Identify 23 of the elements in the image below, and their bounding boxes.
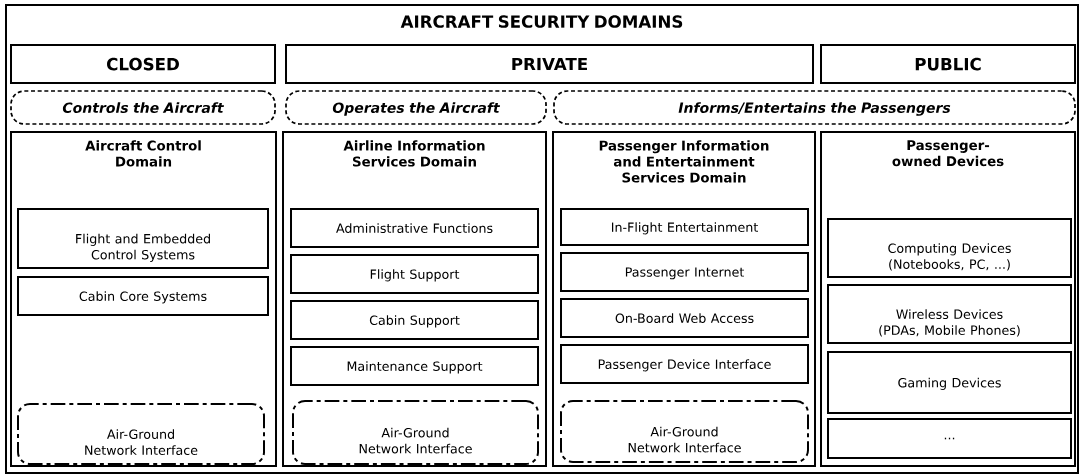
device-box: Wireless Devices (PDAs, Mobile Phones) <box>827 284 1072 344</box>
interface-box: Air-Ground Network Interface <box>560 400 809 463</box>
purpose-pill: Informs/Entertains the Passengers <box>553 90 1076 125</box>
system-box: Cabin Core Systems <box>17 276 269 316</box>
device-box: ... <box>827 418 1072 459</box>
category-band: PUBLIC <box>820 44 1076 84</box>
system-box: Flight Support <box>290 254 539 294</box>
interface-box: Air-Ground Network Interface <box>17 403 265 465</box>
device-box: Computing Devices (Notebooks, PC, ...) <box>827 218 1072 278</box>
category-band: CLOSED <box>10 44 276 84</box>
device-box: Gaming Devices <box>827 351 1072 414</box>
system-box: On-Board Web Access <box>560 298 809 338</box>
category-band: PRIVATE <box>285 44 814 84</box>
system-box: Maintenance Support <box>290 346 539 386</box>
system-box: Administrative Functions <box>290 208 539 248</box>
purpose-pill: Controls the Aircraft <box>10 90 276 125</box>
system-box: Cabin Support <box>290 300 539 340</box>
system-box: In-Flight Entertainment <box>560 208 809 246</box>
system-box: Flight and Embedded Control Systems <box>17 208 269 269</box>
purpose-pill: Operates the Aircraft <box>285 90 547 125</box>
interface-box: Air-Ground Network Interface <box>292 400 539 465</box>
system-box: Passenger Internet <box>560 252 809 292</box>
system-box: Passenger Device Interface <box>560 344 809 384</box>
